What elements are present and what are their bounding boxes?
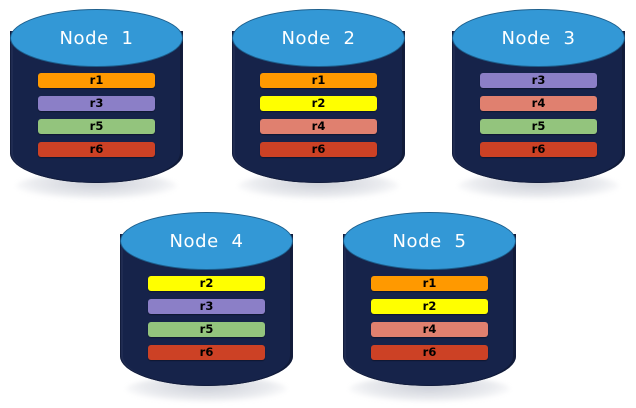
replica-bar-r5[interactable]: r5 (38, 119, 155, 134)
node-label: Node 1 (59, 27, 134, 49)
replica-bar-r3[interactable]: r3 (480, 73, 597, 88)
cylinder-top-ellipse (10, 9, 183, 67)
database-node-5[interactable]: Node 5 r1 r2 r4 r6 (343, 212, 516, 402)
replica-bar-r4[interactable]: r4 (371, 322, 488, 337)
node-label: Node 5 (392, 230, 467, 252)
replica-bar-r6[interactable]: r6 (480, 142, 597, 157)
replica-bar-r5[interactable]: r5 (480, 119, 597, 134)
replica-bar-r4[interactable]: r4 (480, 96, 597, 111)
replica-bar-r2[interactable]: r2 (260, 96, 377, 111)
replica-bar-r1[interactable]: r1 (260, 73, 377, 88)
cylinder-top-ellipse (452, 9, 625, 67)
cylinder-top-ellipse (343, 212, 516, 270)
node-label: Node 3 (501, 27, 576, 49)
cylinder-top-ellipse (232, 9, 405, 67)
replica-list: r1 r3 r5 r6 (38, 73, 155, 157)
replica-bar-r1[interactable]: r1 (371, 276, 488, 291)
replica-bar-r3[interactable]: r3 (148, 299, 265, 314)
replica-list: r2 r3 r5 r6 (148, 276, 265, 360)
replica-bar-r6[interactable]: r6 (38, 142, 155, 157)
replica-bar-r3[interactable]: r3 (38, 96, 155, 111)
replica-bar-r6[interactable]: r6 (371, 345, 488, 360)
replica-list: r3 r4 r5 r6 (480, 73, 597, 157)
database-node-1[interactable]: Node 1 r1 r3 r5 r6 (10, 9, 183, 199)
cylinder-top-ellipse (120, 212, 293, 270)
replica-bar-r4[interactable]: r4 (260, 119, 377, 134)
replica-bar-r2[interactable]: r2 (371, 299, 488, 314)
replica-bar-r5[interactable]: r5 (148, 322, 265, 337)
database-node-3[interactable]: Node 3 r3 r4 r5 r6 (452, 9, 625, 199)
replica-bar-r6[interactable]: r6 (260, 142, 377, 157)
replica-bar-r2[interactable]: r2 (148, 276, 265, 291)
replica-list: r1 r2 r4 r6 (260, 73, 377, 157)
replica-bar-r1[interactable]: r1 (38, 73, 155, 88)
database-node-4[interactable]: Node 4 r2 r3 r5 r6 (120, 212, 293, 402)
node-label: Node 2 (281, 27, 356, 49)
node-label: Node 4 (169, 230, 244, 252)
database-node-2[interactable]: Node 2 r1 r2 r4 r6 (232, 9, 405, 199)
replica-list: r1 r2 r4 r6 (371, 276, 488, 360)
replica-bar-r6[interactable]: r6 (148, 345, 265, 360)
